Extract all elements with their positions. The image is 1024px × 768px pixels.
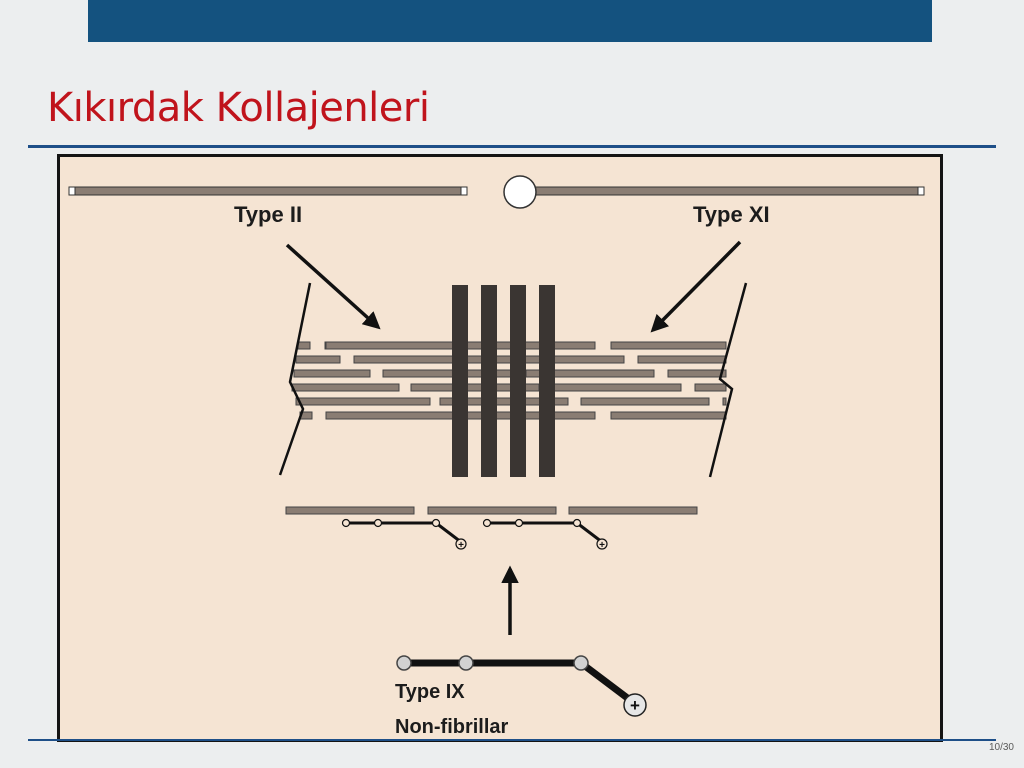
non-fibrillar-label: Non-fibrillar xyxy=(395,716,509,738)
page-number: 10/30 xyxy=(988,742,1014,753)
type-xi-arrow xyxy=(650,240,742,333)
footer-divider xyxy=(28,739,996,741)
collagen-diagram: Type II Type XI xyxy=(57,154,943,742)
svg-text:+: + xyxy=(458,540,464,551)
fibril-right-edge xyxy=(708,282,748,478)
slide-title: Kıkırdak Kollajenleri xyxy=(47,85,430,131)
svg-text:+: + xyxy=(599,540,605,551)
type-xi-molecule xyxy=(503,175,925,209)
top-banner xyxy=(88,0,932,42)
type-ii-label: Type II xyxy=(234,202,302,227)
fibril-left-edge xyxy=(278,282,312,476)
type-ii-molecule xyxy=(68,186,468,196)
type-ix-label: Type IX xyxy=(395,681,465,703)
plus-charge-label: + xyxy=(630,696,640,715)
type-xi-label: Type XI xyxy=(693,202,770,227)
type-ix-molecule: + xyxy=(396,655,647,717)
vertical-bars xyxy=(452,285,555,477)
title-divider xyxy=(28,145,996,148)
collagen-diagram-svg: Type II Type XI xyxy=(68,175,925,738)
type-ii-arrow xyxy=(285,243,381,330)
fibril-surface xyxy=(285,506,698,515)
fibril-molecules xyxy=(291,341,727,420)
type-ix-decoration: + + xyxy=(341,518,608,551)
